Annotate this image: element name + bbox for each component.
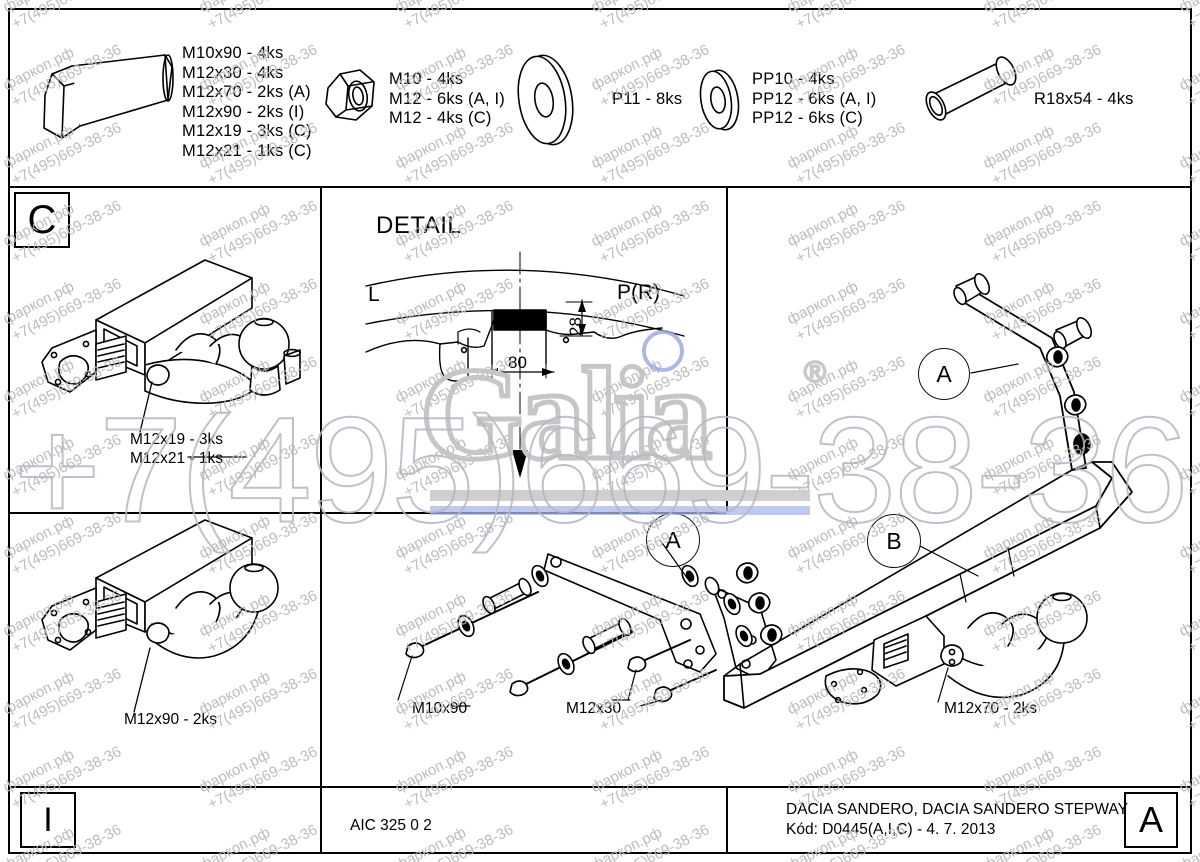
panel-c-note-1: M12x21 - 1ks — [130, 450, 224, 467]
panel-c-letter: C — [27, 197, 57, 242]
parts-washer-spring-line-1: PP12 - 6ks (A, I) — [752, 89, 877, 108]
divider-c-i-panels — [8, 512, 320, 514]
panel-c-note-0: M12x19 - 3ks — [130, 431, 224, 448]
detail-side-left: L — [368, 283, 380, 306]
parts-washer-large-list: P11 - 8ks — [612, 90, 682, 110]
parts-nut-list: M10 - 4ks M12 - 6ks (A, I) M12 - 4ks (C) — [389, 70, 505, 129]
parts-bolt-line-2: M12x70 - 2ks (A) — [182, 83, 311, 101]
detail-side-right: P(R) — [617, 281, 661, 304]
callout-b: B — [867, 514, 921, 568]
parts-bolt-line-1: M12x30 - 4ks — [182, 63, 284, 82]
panel-c-notes: M12x19 - 3ks M12x21 - 1ks — [130, 430, 223, 468]
panel-i-note-0: M12x90 - 2ks — [124, 711, 218, 728]
divider-left-column — [320, 186, 322, 786]
assembly-label-m10x90: M10x90 — [412, 700, 468, 717]
title-code: Kód: D0445(A,I,C) - 4. 7. 2013 — [786, 821, 996, 838]
parts-spacer-list: R18x54 - 4ks — [1034, 90, 1134, 110]
panel-i-notes: M12x90 - 2ks — [124, 710, 217, 729]
parts-spacer-line-0: R18x54 - 4ks — [1034, 90, 1134, 108]
title-model: DACIA SANDERO, DACIA SANDERO STEPWAY — [786, 801, 1128, 818]
parts-nut-line-1: M12 - 6ks (A, I) — [389, 89, 505, 108]
title-block-text: DACIA SANDERO, DACIA SANDERO STEPWAY Kód… — [786, 800, 1128, 840]
divider-detail-assembly — [726, 186, 728, 512]
sheet-border — [8, 8, 1192, 854]
parts-bolt-line-4: M12x19 - 3ks (C) — [182, 122, 312, 140]
divider-title-right — [726, 786, 728, 854]
parts-washer-large-line-0: P11 - 8ks — [612, 90, 683, 108]
sheet-corner-letter: A — [1138, 799, 1163, 840]
divider-parts-bar — [8, 186, 1192, 188]
assembly-label-m12x30: M12x30 — [566, 700, 622, 717]
parts-washer-spring-line-0: PP10 - 4ks — [752, 70, 835, 88]
divider-title-left — [320, 786, 322, 854]
detail-title: DETAIL — [376, 212, 462, 239]
divider-title-block — [8, 786, 1192, 788]
parts-bolt-line-5: M12x21 - 1ks (C) — [182, 141, 312, 160]
parts-washer-spring-list: PP10 - 4ks PP12 - 6ks (A, I) PP12 - 6ks … — [752, 70, 876, 129]
detail-dim-horizontal: 80 — [508, 353, 527, 372]
callout-a-exploded: A — [646, 513, 700, 567]
panel-c-letter-box: C — [14, 192, 70, 248]
callout-a-upper: A — [918, 348, 970, 400]
parts-bolt-line-3: M12x90 - 2ks (I) — [182, 102, 305, 121]
parts-nut-line-0: M10 - 4ks — [389, 70, 464, 88]
parts-bolt-line-0: M10x90 - 4ks — [182, 44, 284, 62]
assembly-label-m12x70: M12x70 - 2ks — [944, 700, 1038, 717]
drawing-number: AIC 325 0 2 — [350, 817, 432, 834]
detail-dim-vertical: 28 — [566, 317, 585, 336]
parts-bolt-list: M10x90 - 4ks M12x30 - 4ks M12x70 - 2ks (… — [182, 44, 312, 161]
parts-washer-spring-line-2: PP12 - 6ks (C) — [752, 109, 863, 127]
panel-i-letter: I — [43, 800, 53, 839]
parts-nut-line-2: M12 - 4ks (C) — [389, 109, 492, 127]
sheet-corner-letter-box: A — [1124, 792, 1178, 848]
panel-i-letter-box: I — [20, 792, 76, 848]
